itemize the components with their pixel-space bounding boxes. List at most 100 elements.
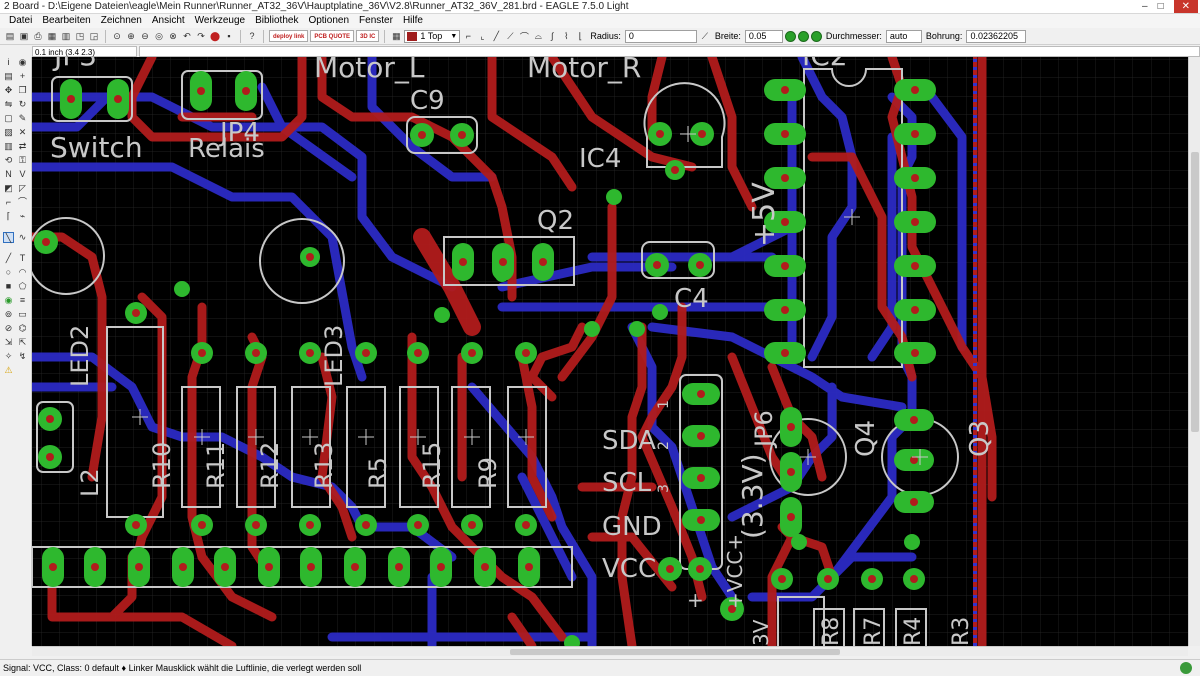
bend-arc2-icon[interactable]: ⌓ xyxy=(534,30,542,41)
errors-icon[interactable]: ↯ xyxy=(18,351,27,361)
text-icon[interactable]: T xyxy=(19,253,26,263)
zoom-fit-icon[interactable]: ⊙ xyxy=(113,30,121,41)
bend-arc-icon[interactable]: ⌒ xyxy=(519,31,529,42)
attribute-icon[interactable]: ▭ xyxy=(18,309,27,319)
signal-icon[interactable]: ≡ xyxy=(19,295,26,305)
autoroute-icon[interactable]: ∿ xyxy=(18,232,27,242)
menu-bibliothek[interactable]: Bibliothek xyxy=(255,15,299,26)
via-icon[interactable]: ◉ xyxy=(4,295,13,305)
cam-icon[interactable]: ▦ xyxy=(47,30,57,41)
redo-icon[interactable]: ↷ xyxy=(197,30,205,41)
bend-45-icon[interactable]: ⌞ xyxy=(480,30,485,41)
rotate-icon[interactable]: ↻ xyxy=(18,99,27,109)
zoom-redraw-icon[interactable]: ◎ xyxy=(155,30,163,41)
close-button[interactable]: ✕ xyxy=(1173,0,1198,13)
route-active-icon[interactable]: ╲ xyxy=(3,232,14,243)
print-icon[interactable]: ⎙ xyxy=(34,30,42,41)
ic3d-button[interactable]: 3D IC xyxy=(356,30,380,42)
width-field[interactable]: 0.05 xyxy=(744,29,783,43)
value-icon[interactable]: V xyxy=(19,169,26,179)
move-icon[interactable]: ✥ xyxy=(4,85,13,95)
menu-bearbeiten[interactable]: Bearbeiten xyxy=(42,15,91,26)
delete-icon[interactable]: ✕ xyxy=(18,127,27,137)
minimize-button[interactable]: – xyxy=(1142,1,1148,12)
line-width-icon[interactable]: ⟋ xyxy=(701,30,709,41)
script-icon[interactable]: ◳ xyxy=(75,30,85,41)
ripup-icon[interactable]: ⌁ xyxy=(19,211,26,221)
zoom-select-icon[interactable]: ⊗ xyxy=(169,30,177,41)
miter-icon[interactable]: ◸ xyxy=(19,183,26,193)
flow-icon[interactable]: ⇲ xyxy=(4,337,13,347)
menu-ansicht[interactable]: Ansicht xyxy=(151,15,185,26)
menu-fenster[interactable]: Fenster xyxy=(359,15,393,26)
open-icon[interactable]: ▤ xyxy=(5,30,15,41)
menu-werkzeuge[interactable]: Werkzeuge xyxy=(194,15,246,26)
eye-icon[interactable]: ◉ xyxy=(18,57,27,67)
help-icon[interactable]: ? xyxy=(249,31,255,41)
optimize-icon[interactable]: ⌒ xyxy=(17,197,27,207)
ulp-icon[interactable]: ◲ xyxy=(89,30,99,41)
via-shape-octagon-icon[interactable] xyxy=(810,30,822,42)
bend-free-icon[interactable]: ∫ xyxy=(551,31,554,41)
wire-icon[interactable]: ╱ xyxy=(5,253,12,263)
arc-icon[interactable]: ◠ xyxy=(18,267,27,277)
undo-icon[interactable]: ↶ xyxy=(183,30,191,41)
menu-datei[interactable]: Datei xyxy=(9,15,33,26)
group-icon[interactable]: ▢ xyxy=(4,113,13,123)
pinswap-icon[interactable]: ⇄ xyxy=(18,141,27,151)
pcb-quote-button[interactable]: PCB QUOTE xyxy=(310,30,355,42)
route-icon[interactable]: ⌈ xyxy=(6,211,11,221)
bend-straight-icon[interactable]: ╱ xyxy=(493,30,500,41)
lock-icon[interactable]: ⚿ xyxy=(19,155,26,165)
maximize-button[interactable]: □ xyxy=(1157,1,1164,12)
paste-icon[interactable]: ▨ xyxy=(4,127,13,137)
smash-icon[interactable]: ◩ xyxy=(4,183,13,193)
info-icon[interactable]: i xyxy=(7,57,10,67)
via-shape-round-icon[interactable] xyxy=(797,30,809,42)
change-icon[interactable]: ✎ xyxy=(18,113,27,123)
stop-icon[interactable]: ⬤ xyxy=(209,30,221,41)
drc-icon[interactable]: ✧ xyxy=(4,351,13,361)
menu-zeichnen[interactable]: Zeichnen xyxy=(100,15,142,26)
copy-icon[interactable]: ❐ xyxy=(18,85,27,95)
save-icon[interactable]: ▣ xyxy=(19,30,29,41)
ratsnest-icon[interactable]: ⊘ xyxy=(4,323,13,333)
radius-field[interactable]: 0 xyxy=(624,29,697,43)
mark-icon[interactable]: + xyxy=(19,71,26,81)
schematic-icon[interactable]: ▥ xyxy=(61,30,71,41)
vertical-scroll-thumb[interactable] xyxy=(1191,152,1199,432)
circle-icon[interactable]: ○ xyxy=(5,267,12,277)
name-icon[interactable]: N xyxy=(5,169,12,179)
diameter-field[interactable]: auto xyxy=(885,29,922,43)
pcb-drawing[interactable]: JP3 Motor_L Motor_R IC2 C9 IC4 Switch Re… xyxy=(32,57,1188,646)
horizontal-scroll-thumb[interactable] xyxy=(510,649,840,655)
hole-icon[interactable]: ⊚ xyxy=(4,309,13,319)
vertical-scrollbar[interactable] xyxy=(1188,57,1200,646)
go-icon[interactable]: ▪ xyxy=(227,31,231,41)
drill-field[interactable]: 0.02362205 xyxy=(966,29,1027,43)
layers-icon[interactable]: ▤ xyxy=(4,71,13,81)
add-icon[interactable]: ▥ xyxy=(4,141,13,151)
board-canvas[interactable]: JP3 Motor_L Motor_R IC2 C9 IC4 Switch Re… xyxy=(32,57,1188,646)
status-go-icon[interactable] xyxy=(1180,662,1192,674)
replace-icon[interactable]: ⟲ xyxy=(4,155,13,165)
grid-icon[interactable]: ▦ xyxy=(392,30,401,41)
auto-icon[interactable]: ⌬ xyxy=(18,323,27,333)
rect-icon[interactable]: ■ xyxy=(5,281,12,291)
menu-hilfe[interactable]: Hilfe xyxy=(402,15,423,26)
erc-icon[interactable]: ⇱ xyxy=(18,337,27,347)
split-icon[interactable]: ⌐ xyxy=(5,197,12,207)
polygon-icon[interactable]: ⬠ xyxy=(18,281,27,291)
menu-optionen[interactable]: Optionen xyxy=(308,15,350,26)
via-shape-square-icon[interactable] xyxy=(784,30,796,42)
horizontal-scrollbar[interactable] xyxy=(32,646,1188,656)
bend-curve2-icon[interactable]: ⌊ xyxy=(578,30,583,41)
command-line-input[interactable] xyxy=(139,46,1200,57)
layer-select[interactable]: 1 Top ▼ xyxy=(404,29,461,43)
bend-45b-icon[interactable]: ⟋ xyxy=(507,30,514,41)
zoom-in-icon[interactable]: ⊕ xyxy=(127,30,135,41)
mirror-icon[interactable]: ⇋ xyxy=(4,99,13,109)
bend-90-icon[interactable]: ⌐ xyxy=(465,31,471,41)
deploy-button[interactable]: deploy link xyxy=(269,30,309,42)
bend-curve-icon[interactable]: ⌇ xyxy=(564,30,569,41)
